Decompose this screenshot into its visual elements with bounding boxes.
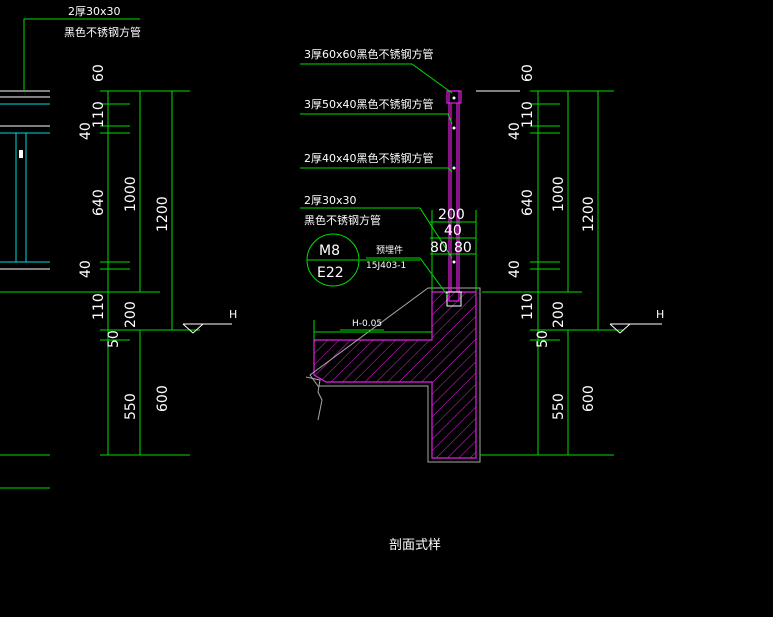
dim-40b: 40 (78, 260, 94, 278)
dim-r-40b: 40 (507, 260, 523, 278)
dim-r-640: 640 (520, 189, 536, 216)
dim-r-1200: 1200 (581, 196, 597, 232)
embed-code: 15J403-1 (366, 261, 406, 271)
level-label-r: H (656, 308, 664, 321)
concrete-section (313, 291, 477, 459)
level-triangle (182, 323, 204, 334)
note-n4a: 2厚30x30 (304, 194, 357, 207)
dim-r-60: 60 (520, 64, 536, 82)
level-triangle-r (609, 323, 631, 334)
leader-n1 (300, 63, 453, 94)
dim-200: 200 (123, 301, 139, 328)
dim-r-550: 550 (551, 393, 567, 420)
note-n4b: 黑色不锈钢方管 (304, 213, 381, 227)
dim-top-80a: 80 (430, 240, 448, 256)
dim-60: 60 (91, 64, 107, 82)
dim-640: 640 (91, 189, 107, 216)
note-n3: 2厚40x40黑色不锈钢方管 (304, 151, 434, 165)
slab-level: H-0.05 (352, 319, 382, 329)
left-note-line2: 黑色不锈钢方管 (64, 25, 141, 39)
bolt-1 (452, 96, 456, 100)
caption: 剖面式样 (389, 538, 441, 553)
right-dimensions: 60 110 40 640 40 110 200 50 550 1000 120… (476, 64, 664, 456)
leader-n2 (300, 113, 453, 125)
dim-550: 550 (123, 393, 139, 420)
dim-600: 600 (155, 385, 171, 412)
dim-top-200: 200 (438, 207, 465, 223)
leader-n4 (300, 207, 453, 259)
dim-50: 50 (106, 330, 122, 348)
section-view: H-0.05 3厚60x60黑色不锈钢方管 3厚50x40黑色不锈钢方管 2厚4… (300, 47, 481, 463)
bolt-2 (452, 126, 456, 130)
concrete-outline (309, 287, 481, 463)
left-note-leader (23, 18, 140, 92)
left-dimensions: 60 110 40 640 40 110 200 50 550 1000 120… (78, 64, 237, 456)
dim-r-200: 200 (551, 301, 567, 328)
left-elevation: 2厚30x30 黑色不锈钢方管 (0, 5, 160, 489)
dim-r-40: 40 (507, 122, 523, 140)
right-dim-ticks (480, 90, 624, 456)
dim-top-80b: 80 (454, 240, 472, 256)
detail-circle-bottom: E22 (317, 265, 344, 281)
dim-110b: 110 (91, 293, 107, 320)
note-n1: 3厚60x60黑色不锈钢方管 (304, 47, 434, 61)
embed-label: 预埋件 (376, 244, 403, 256)
dim-40: 40 (78, 122, 94, 140)
leader-embed (366, 257, 449, 297)
bolt-4 (452, 260, 456, 264)
leader-n3 (300, 167, 453, 173)
top-rail-tube (446, 90, 462, 104)
dim-110: 110 (91, 101, 107, 128)
dim-1000: 1000 (123, 176, 139, 212)
note-n2: 3厚50x40黑色不锈钢方管 (304, 97, 434, 111)
left-dim-ticks (100, 90, 200, 456)
bolt-3 (452, 166, 456, 170)
dim-1200: 1200 (155, 196, 171, 232)
dim-r-50: 50 (535, 330, 551, 348)
dim-top-40: 40 (444, 223, 462, 239)
dim-r-1000: 1000 (551, 176, 567, 212)
left-note-line1: 2厚30x30 (68, 5, 121, 18)
dim-r-110b: 110 (520, 293, 536, 320)
detail-circle-top: M8 (319, 243, 340, 259)
level-label: H (229, 308, 237, 321)
post-bolt (19, 150, 23, 158)
dim-r-600: 600 (581, 385, 597, 412)
break-line (305, 376, 323, 421)
dim-r-110: 110 (520, 101, 536, 128)
